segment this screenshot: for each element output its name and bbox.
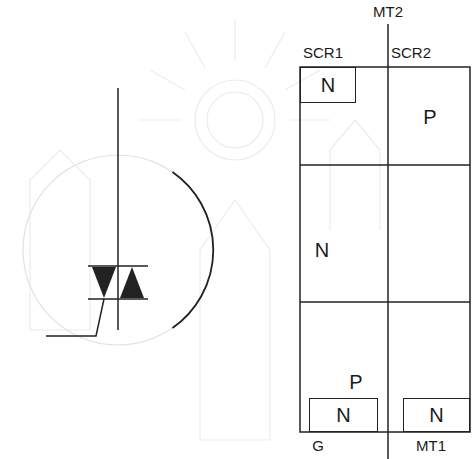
layer-region: N bbox=[300, 67, 356, 103]
layer-label: N bbox=[321, 74, 335, 96]
layer-label: N bbox=[429, 404, 443, 426]
terminal-label: SCR2 bbox=[389, 45, 433, 62]
triac-symbol bbox=[46, 88, 213, 336]
layer-label: P bbox=[347, 371, 364, 393]
layer-label: N bbox=[336, 404, 350, 426]
layer-structure bbox=[300, 24, 470, 459]
layer-label: N bbox=[313, 239, 331, 261]
terminal-label: MT1 bbox=[414, 438, 448, 455]
layer-label: P bbox=[421, 106, 438, 128]
layer-region: N bbox=[403, 398, 470, 432]
watermark bbox=[23, 20, 380, 440]
terminal-label: SCR1 bbox=[301, 45, 345, 62]
terminal-label: MT2 bbox=[371, 4, 405, 21]
layer-region: N bbox=[309, 398, 378, 432]
terminal-label: G bbox=[310, 438, 326, 455]
triac-triangles bbox=[92, 267, 144, 298]
